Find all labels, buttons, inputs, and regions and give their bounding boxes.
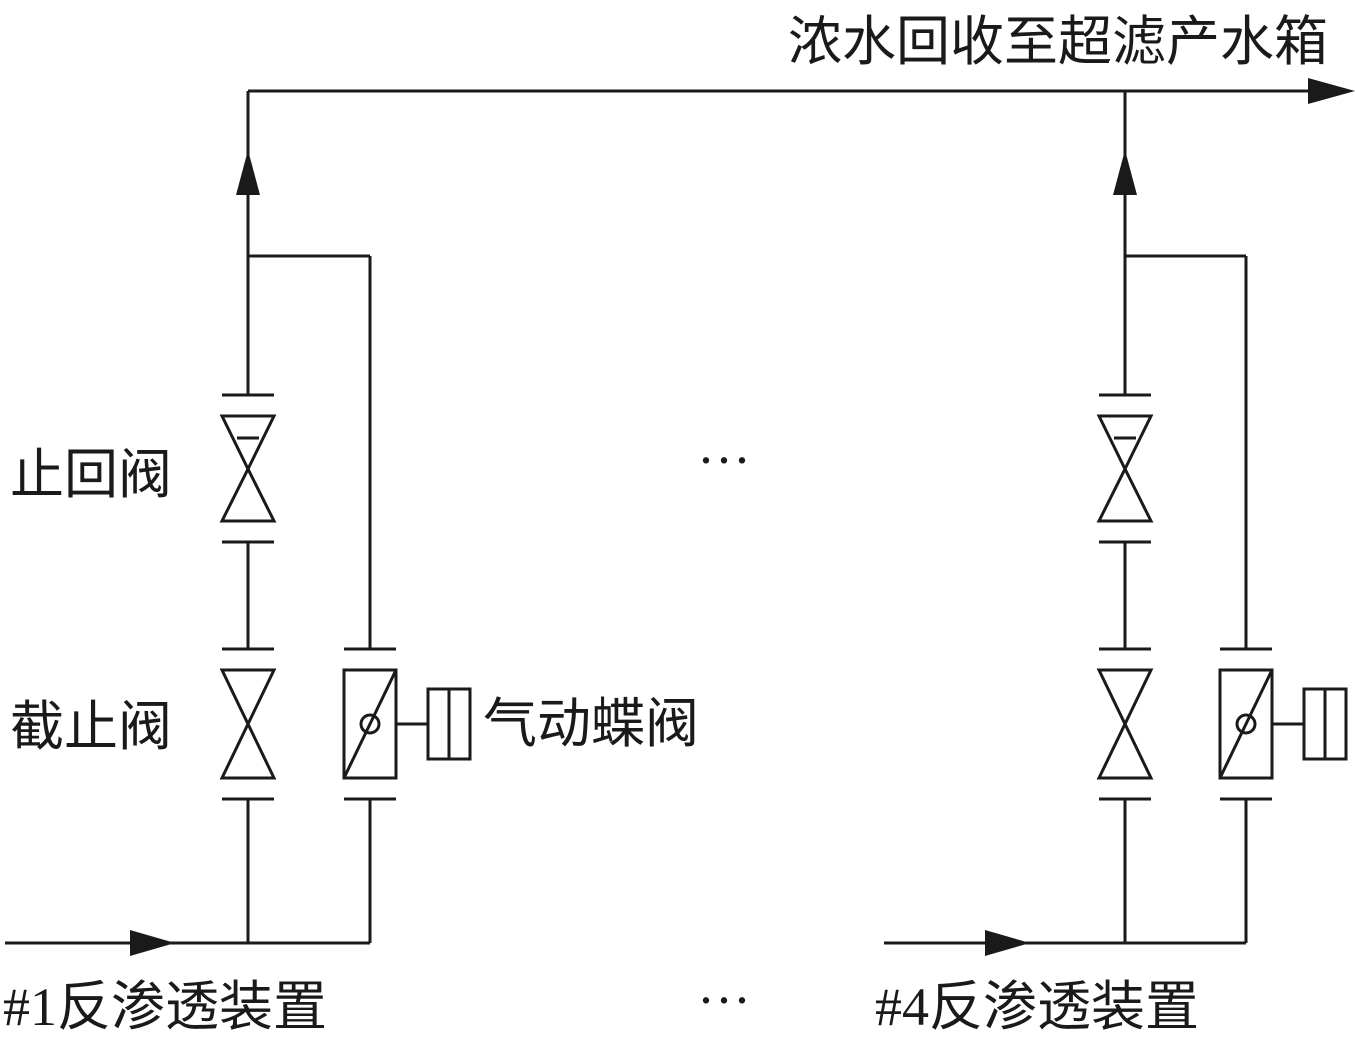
unit-1-check-valve xyxy=(219,393,277,544)
unit-4-check-valve xyxy=(1096,393,1154,544)
unit-1-branch xyxy=(5,91,472,956)
unit-4-branch xyxy=(884,91,1348,956)
unit-1-globe-valve xyxy=(219,647,277,801)
unit-1-inlet-arrow xyxy=(130,930,175,956)
outlet-label: 浓水回收至超滤产水箱 xyxy=(788,12,1328,72)
check-valve-label: 止回阀 xyxy=(10,445,172,505)
unit-1-butterfly-valve xyxy=(342,647,472,801)
unit-4-inlet-arrow xyxy=(985,930,1030,956)
globe-valve-label: 截止阀 xyxy=(10,697,172,757)
unit-1-label: #1反渗透装置 xyxy=(3,977,327,1037)
ellipsis-bottom: ··· xyxy=(697,970,751,1030)
unit-4-up-arrow xyxy=(1113,150,1137,195)
ellipsis-middle: ··· xyxy=(697,430,751,490)
unit-4-globe-valve xyxy=(1096,647,1154,801)
unit-4-butterfly-valve xyxy=(1218,647,1348,801)
butterfly-valve-label: 气动蝶阀 xyxy=(483,694,699,754)
header-pipe xyxy=(248,78,1355,104)
unit-4-label: #4反渗透装置 xyxy=(875,977,1199,1037)
header-outlet-arrow xyxy=(1308,78,1355,104)
unit-1-up-arrow xyxy=(236,150,260,195)
